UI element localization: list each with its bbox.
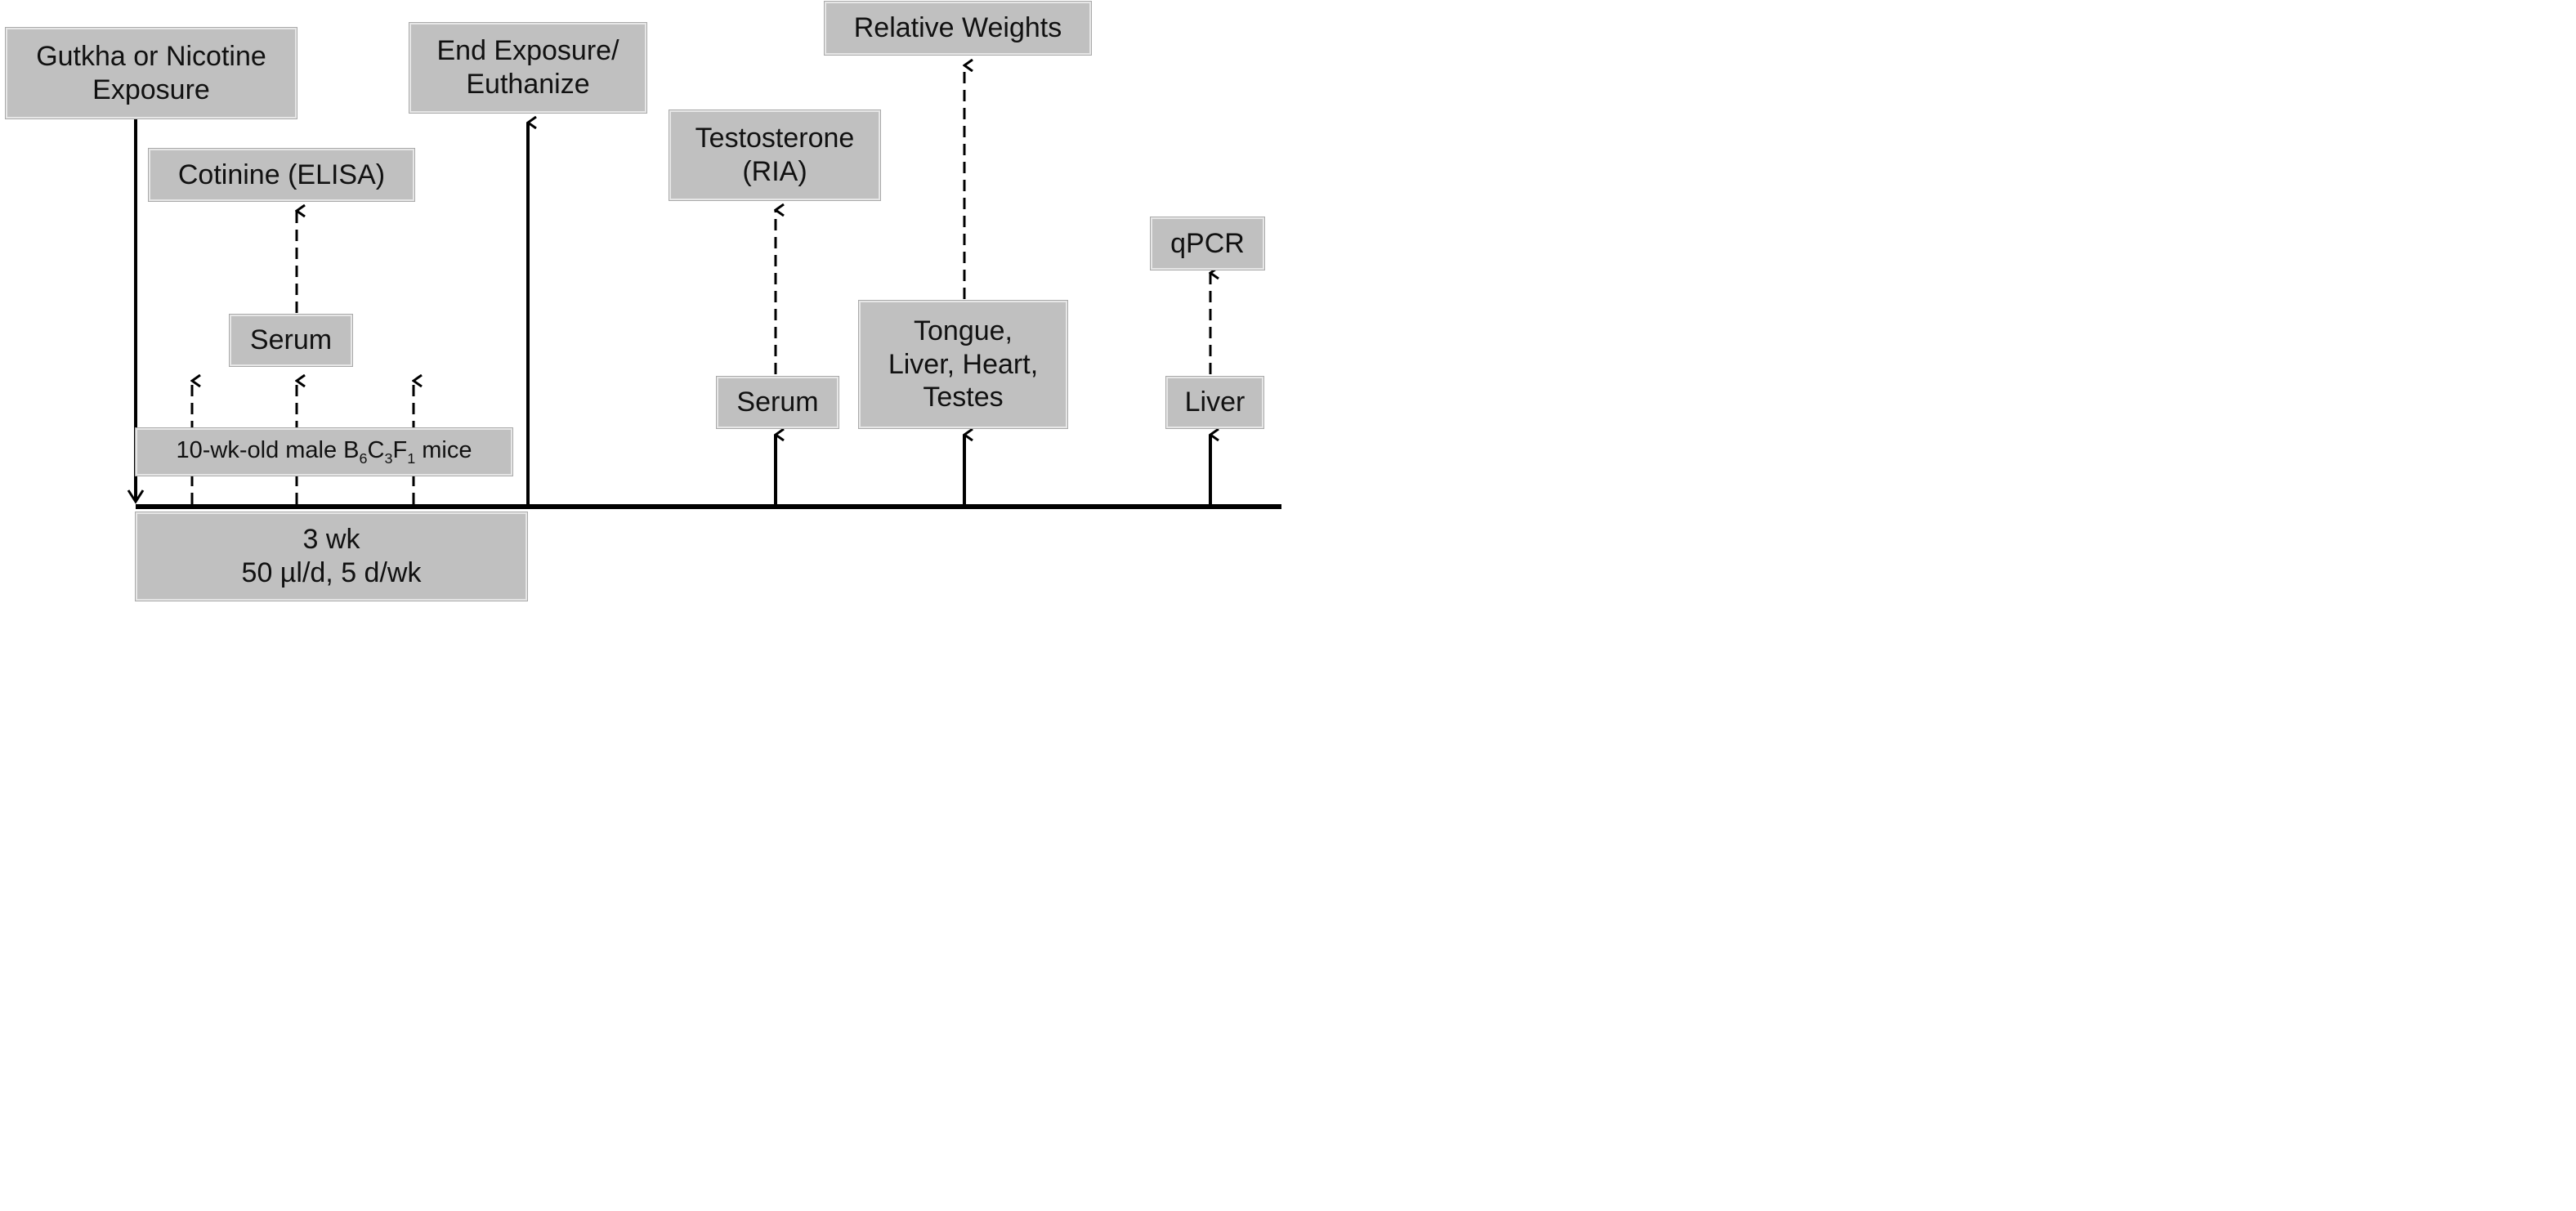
end-exposure-line-2: Euthanize xyxy=(466,69,590,100)
testosterone-line-1: Testosterone xyxy=(695,123,855,154)
exposure-start-line-2: Exposure xyxy=(92,74,210,105)
tissues-line-2: Liver, Heart, xyxy=(888,348,1039,380)
duration-line-1: 3 wk xyxy=(302,524,360,556)
cotinine-box: Cotinine (ELISA) xyxy=(149,149,414,201)
duration-line-2: 50 µl/d, 5 d/wk xyxy=(241,557,422,588)
relative-weights-label: Relative Weights xyxy=(853,12,1062,44)
mice-label: 10-wk-old male B6C3F1 mice xyxy=(176,436,472,467)
serum-early-box: Serum xyxy=(230,315,352,366)
tissues-line-1: Tongue, xyxy=(914,315,1013,346)
liver-label: Liver xyxy=(1184,387,1246,418)
tissues-box: Tongue,Liver, Heart,Testes xyxy=(859,301,1067,428)
end-exposure-box: End Exposure/Euthanize xyxy=(409,23,646,113)
exposure-start-line-1: Gutkha or Nicotine xyxy=(36,40,266,72)
cotinine-label: Cotinine (ELISA) xyxy=(177,159,386,190)
serum-late-label: Serum xyxy=(736,387,819,418)
serum-early-label: Serum xyxy=(249,324,333,356)
qpcr-box: qPCR xyxy=(1151,217,1264,270)
tissues-line-3: Testes xyxy=(923,382,1004,413)
testosterone-box: Testosterone(RIA) xyxy=(669,110,880,200)
liver-box: Liver xyxy=(1166,377,1263,428)
testosterone-line-2: (RIA) xyxy=(742,156,807,187)
serum-late-box: Serum xyxy=(717,377,839,428)
mice-box: 10-wk-old male B6C3F1 mice xyxy=(136,428,512,476)
end-exposure-line-1: End Exposure/ xyxy=(436,35,619,67)
qpcr-label: qPCR xyxy=(1170,227,1245,259)
relative-weights-box: Relative Weights xyxy=(825,2,1091,55)
